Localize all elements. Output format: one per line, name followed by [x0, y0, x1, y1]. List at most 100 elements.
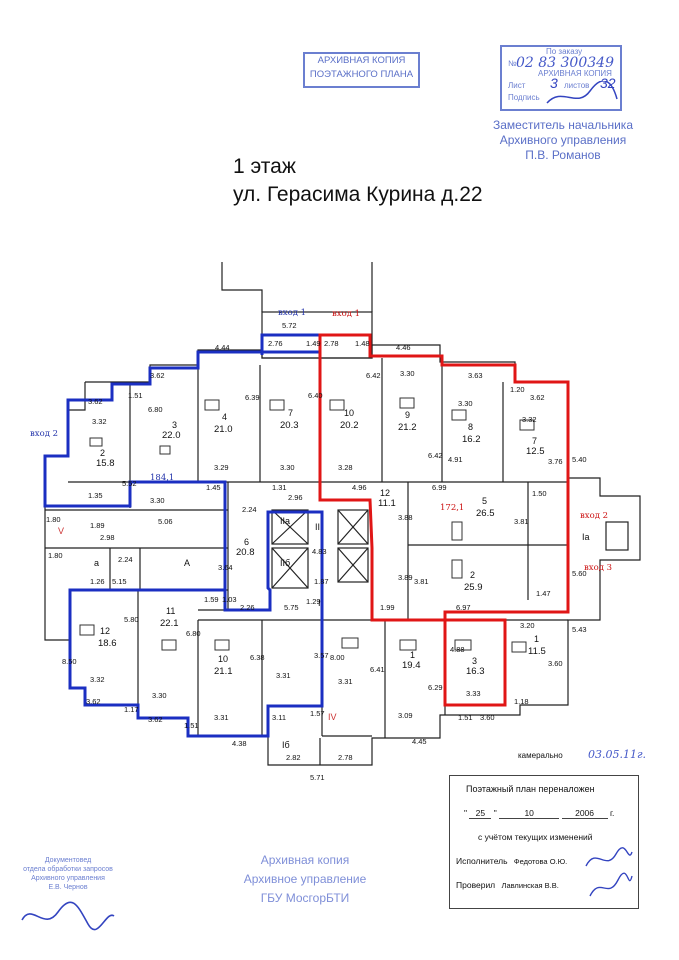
archive-copy-stamp: АРХИВНАЯ КОПИЯ ПОЭТАЖНОГО ПЛАНА [303, 52, 420, 88]
room-6-area: 20.8 [236, 547, 255, 558]
m640: 6.40 [308, 391, 323, 400]
order-stamp-sign: Подпись [508, 93, 540, 102]
m376: 3.76 [548, 457, 563, 466]
room-12-area: 11.1 [378, 498, 396, 509]
m330b: 3.30 [458, 399, 473, 408]
m629: 6.29 [428, 683, 443, 692]
m180a: 1.80 [46, 515, 61, 524]
m276a: 2.76 [268, 339, 283, 348]
red-total-area: 172,1 [440, 503, 464, 513]
note-checked-row: Проверил Лавлинская В.В. [456, 880, 559, 890]
room-5-area: 26.5 [476, 508, 495, 519]
m131: 1.31 [272, 483, 287, 492]
m543: 5.43 [572, 625, 587, 634]
m118: 1.18 [514, 697, 529, 706]
m699: 6.99 [432, 483, 447, 492]
room-2-no: 2 [100, 448, 105, 458]
room-7-no: 7 [288, 408, 293, 418]
m145: 1.45 [206, 483, 221, 492]
m642a: 6.42 [366, 371, 381, 380]
m309: 3.09 [398, 711, 413, 720]
room-3b-no: 3 [472, 656, 477, 666]
room-2-area: 15.8 [96, 458, 115, 469]
m120: 1.20 [510, 385, 525, 394]
m360a: 3.60 [548, 659, 563, 668]
note-line1: Поэтажный план переналожен [466, 784, 595, 794]
m330c: 3.30 [280, 463, 295, 472]
archive-copy-bottom: Архивная копия Архивное управление ГБУ М… [215, 851, 395, 908]
m189: 1.89 [90, 521, 105, 530]
revision-note: Поэтажный план переналожен " 25 " 10 200… [449, 775, 639, 909]
archive-bottom-line2: Архивное управление [243, 872, 367, 886]
order-stamp-of: листов [564, 81, 590, 90]
m298: 2.98 [100, 533, 115, 542]
m540: 5.40 [572, 455, 587, 464]
m129: 1.29 [306, 597, 321, 606]
m638: 6.38 [250, 653, 265, 662]
m445: 4.45 [412, 737, 427, 746]
room-12b-area: 18.6 [98, 638, 117, 649]
m187: 1.87 [314, 577, 329, 586]
marker-ia: Ia [582, 532, 590, 542]
room-12-no: 12 [380, 488, 390, 498]
marker-iia: IIa [280, 516, 290, 526]
red-region-outline [318, 333, 570, 707]
m364: 3.64 [218, 563, 233, 572]
m580: 5.80 [124, 615, 139, 624]
m296: 2.96 [288, 493, 303, 502]
room-1b-no: 1 [534, 634, 539, 644]
marker-ii: II [315, 522, 320, 532]
m148: 1.48 [355, 339, 370, 348]
marker-ib: Iб [282, 740, 290, 750]
m150: 1.50 [532, 489, 547, 498]
m362d: 3.62 [86, 697, 101, 706]
room-1-no: 1 [410, 650, 415, 660]
m278a: 2.78 [324, 339, 339, 348]
archive-copy-line1: АРХИВНАЯ КОПИЯ [317, 55, 406, 66]
entrance-red-2: вход 2 [580, 511, 608, 521]
m320: 3.20 [520, 621, 535, 630]
m362a: 3.62 [150, 371, 165, 380]
signature-scribble [546, 81, 618, 104]
m444: 4.44 [215, 343, 230, 352]
note-line3: с учётом текущих изменений [478, 832, 593, 842]
m483: 4.83 [312, 547, 327, 556]
doc-left-line3: Архивного управления [31, 875, 105, 882]
room-3-area: 22.0 [162, 430, 181, 441]
m388: 3.88 [398, 513, 413, 522]
entrance-blue-1: вход 1 [278, 308, 306, 318]
m149a: 1.49 [306, 339, 321, 348]
room-3-no: 3 [172, 420, 177, 430]
doc-left-line2: отдела обработки запросов [23, 866, 113, 873]
order-stamp-line1: По заказу [546, 47, 583, 56]
m103: 1.03 [222, 595, 237, 604]
m363: 3.63 [468, 371, 483, 380]
m446: 4.46 [396, 343, 411, 352]
room-6-no: 6 [244, 537, 249, 547]
room-2b-area: 25.9 [464, 582, 483, 593]
room-8-no: 8 [468, 422, 473, 432]
room-labels: 2 15.8 3 22.0 4 21.0 7 20.3 10 20.2 9 21… [96, 408, 546, 677]
note-date-row: " 25 " 10 2006 г. [464, 808, 615, 819]
m331a: 3.31 [276, 671, 291, 680]
entrance-red-3: вход 3 [584, 563, 612, 573]
order-stamp-sheet: Лист [508, 81, 526, 90]
marker-i: I [318, 598, 321, 608]
room-9-no: 9 [405, 410, 410, 420]
m157: 1.57 [310, 709, 325, 718]
room-4-area: 21.0 [214, 424, 233, 435]
room-5-no: 5 [482, 496, 487, 506]
m515: 5.15 [112, 577, 127, 586]
m381a: 3.81 [514, 517, 529, 526]
m572: 5.72 [282, 321, 297, 330]
m641: 6.41 [370, 665, 385, 674]
m491: 4.91 [448, 455, 463, 464]
m199: 1.99 [380, 603, 395, 612]
documentalist-signature [21, 901, 115, 931]
m278b: 2.78 [338, 753, 353, 762]
order-stamp-line2: АРХИВНАЯ КОПИЯ [538, 69, 612, 78]
camera-label: камерально [518, 751, 563, 760]
doc-left-line4: Е.В. Чернов [48, 884, 88, 891]
room-1-area: 19.4 [402, 660, 421, 671]
note-executor-label: Исполнитель [456, 856, 508, 866]
